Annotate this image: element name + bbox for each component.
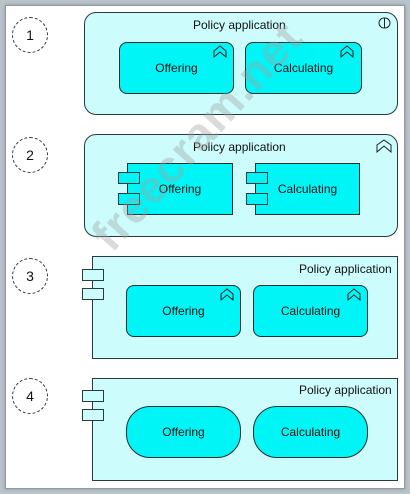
function-chevron-icon	[376, 139, 392, 153]
option-number-2: 2	[12, 137, 48, 173]
component-tab-icon	[118, 193, 140, 205]
calculating-component-2: Calculating	[255, 163, 360, 215]
function-chevron-icon	[347, 288, 361, 301]
offering-service-4: Offering	[126, 406, 241, 458]
container-title-1: Policy application	[193, 18, 286, 32]
option-number-3: 3	[12, 258, 48, 294]
container-title-3: Policy application	[299, 262, 392, 276]
calculating-function-1: Calculating	[245, 42, 362, 94]
component-tab-icon	[82, 288, 104, 300]
function-chevron-icon	[220, 288, 234, 301]
option-number-4: 4	[12, 378, 48, 414]
container-title-4: Policy application	[299, 383, 392, 397]
function-chevron-icon	[340, 45, 354, 58]
component-tab-icon	[82, 269, 104, 281]
application-service-icon	[378, 17, 391, 29]
component-tab-icon	[118, 172, 140, 184]
option-number-1: 1	[12, 17, 48, 53]
function-chevron-icon	[213, 45, 227, 58]
calculating-service-4: Calculating	[253, 406, 368, 458]
component-tab-icon	[82, 409, 104, 421]
offering-component-2: Offering	[127, 163, 233, 215]
component-tab-icon	[246, 172, 268, 184]
component-tab-icon	[82, 390, 104, 402]
container-title-2: Policy application	[193, 140, 286, 154]
component-tab-icon	[246, 193, 268, 205]
